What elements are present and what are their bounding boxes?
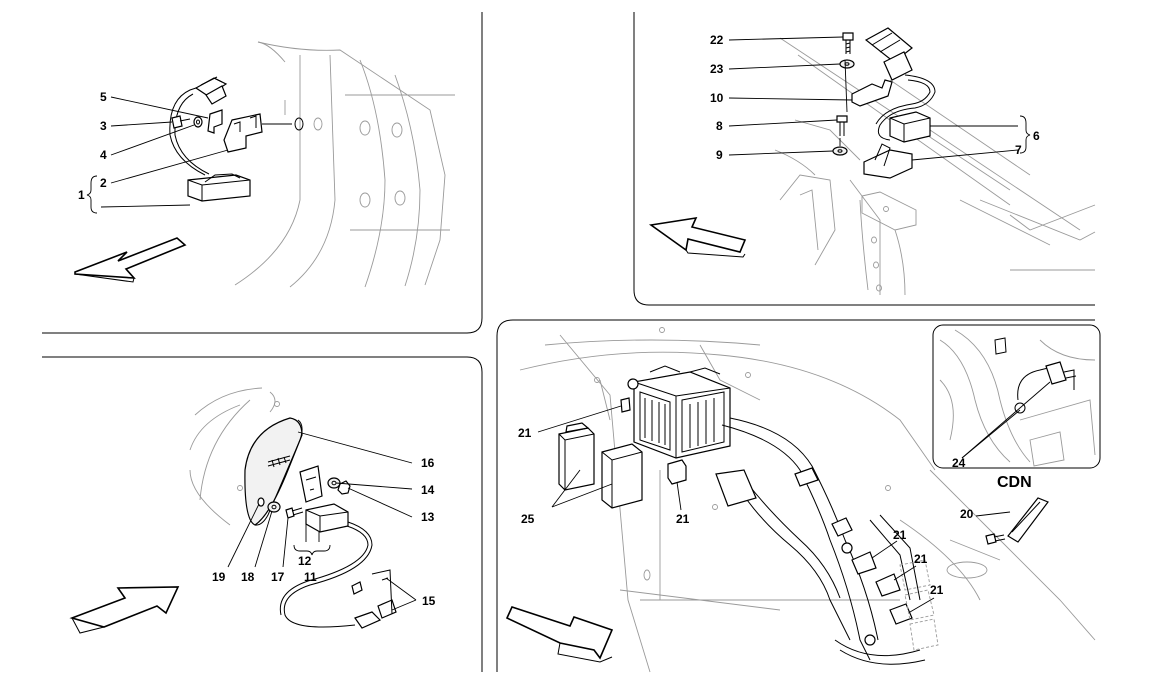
component-20 [985,497,1049,545]
fuse-relay-block [627,365,731,459]
sensor-bracket-12 [299,465,323,503]
bolt-17 [285,507,304,519]
inset-cdn: 24 CDN [932,324,1101,491]
connector-15 [351,569,397,629]
washer-9 [832,146,848,156]
leader-lines [86,96,229,214]
wiring-harness [715,417,926,665]
washer-18 [267,501,281,513]
callout-label: 3 [100,119,107,133]
direction-arrow [69,586,180,628]
callout-label: 11 [304,570,317,584]
direction-arrow [648,216,747,253]
callout-label: 20 [960,507,974,521]
callout-label: 16 [421,456,435,470]
relay-modules-25 [558,422,643,509]
callout-label: 21 [676,512,690,526]
wheel-arch-drawing [189,387,280,526]
panel-bottom-right: 21 25 21 21 21 21 20 24 CDN [505,324,1101,673]
leader-lines [537,405,1011,613]
small-clip-bracket [207,109,223,134]
callout-label: 23 [710,62,724,76]
stud [267,455,291,468]
direction-arrow [505,606,614,660]
screw-22 [842,32,854,54]
connector-top [864,27,913,81]
relay-middle [667,459,687,485]
callout-label: 18 [241,570,255,584]
support-bracket [223,113,263,153]
callout-label: 21 [518,426,532,440]
panel-top-left: 5 3 4 2 1 [74,41,455,288]
washer-19 [257,497,265,507]
callout-label: 8 [716,119,723,133]
mounting-hole [294,117,304,131]
callout-label: 15 [422,594,436,608]
inset-caption: CDN [997,474,1032,491]
callout-label: 21 [930,583,944,597]
callout-label: 19 [212,570,226,584]
callout-label: 13 [421,510,435,524]
sensor-module [187,173,251,202]
screw-and-washer [171,115,203,129]
callout-label: 1 [78,188,85,202]
sensor-cable-bottom [283,521,373,628]
callout-label: 6 [1033,129,1040,143]
engine-bay-drawing [519,327,1096,673]
callout-label: 9 [716,148,723,162]
sensor-6 [889,111,931,143]
callout-label: 14 [421,483,435,497]
body-structure-drawing [774,37,1096,296]
callout-label: 24 [952,456,966,470]
callout-label: 4 [100,148,107,162]
screw-8 [836,115,848,136]
callout-label: 2 [100,176,107,190]
callout-label: 12 [298,554,312,568]
sensor-11 [305,503,349,533]
callout-label: 21 [914,552,928,566]
panel-top-right: 22 23 10 8 9 6 7 [648,27,1096,296]
callout-label: 21 [893,528,907,542]
panel-frames [42,12,1095,672]
sensor-cable-top [877,74,936,141]
connector-plug [194,76,228,105]
panel-bottom-left: 16 14 13 19 18 17 12 11 15 [69,387,436,634]
callout-label: 17 [271,570,285,584]
washer-23 [839,59,855,69]
bracket-10 [851,79,893,107]
sensor-cable [169,84,206,176]
callout-label: 5 [100,90,107,104]
leader-lines [728,36,1031,161]
body-pillar-drawing [234,41,455,288]
callout-label: 10 [710,91,724,105]
direction-arrow [74,237,187,279]
callout-label: 22 [710,33,724,47]
relay-small [620,397,631,413]
leader-lines [227,431,417,611]
callout-label: 7 [1015,143,1022,157]
callout-label: 25 [521,512,535,526]
